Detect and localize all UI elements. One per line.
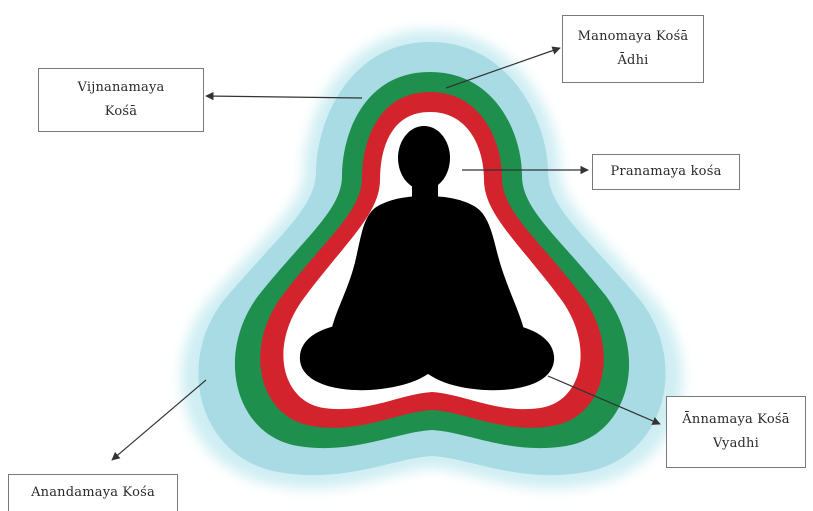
label-manomaya: Manomaya Kośā Ādhi <box>562 15 704 83</box>
label-annamaya-line1: Ānnamaya Kośā <box>667 408 805 432</box>
label-annamaya-line2: Vyadhi <box>667 432 805 456</box>
label-vijnanamaya-line2: Kośā <box>39 100 203 124</box>
label-manomaya-line1: Manomaya Kośā <box>563 25 703 49</box>
label-anandamaya: Anandamaya Kośa <box>8 474 178 511</box>
label-annamaya: Ānnamaya Kośā Vyadhi <box>666 396 806 468</box>
label-vijnanamaya: Vijnanamaya Kośā <box>38 68 204 132</box>
label-pranamaya: Pranamaya kośa <box>592 154 740 190</box>
label-pranamaya-line1: Pranamaya kośa <box>593 160 739 184</box>
label-vijnanamaya-line1: Vijnanamaya <box>39 76 203 100</box>
label-manomaya-line2: Ādhi <box>563 49 703 73</box>
label-anandamaya-line1: Anandamaya Kośa <box>9 481 177 505</box>
